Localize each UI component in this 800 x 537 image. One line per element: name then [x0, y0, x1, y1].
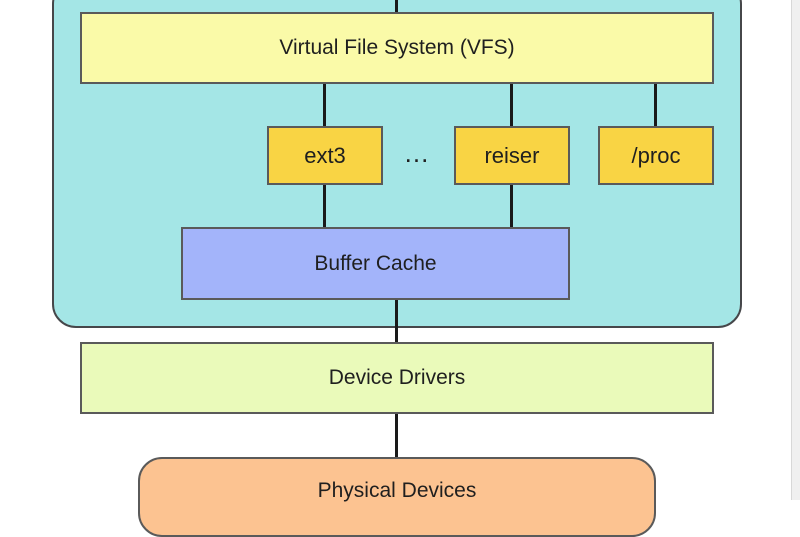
connector-reiser-buffer: [510, 185, 513, 227]
buffer-cache-label: Buffer Cache: [314, 251, 437, 275]
connector-top: [395, 0, 398, 13]
connector-vfs-proc: [654, 84, 657, 126]
fs-ext3-box: ext3: [267, 126, 383, 185]
vfs-box: Virtual File System (VFS): [80, 12, 714, 84]
connector-vfs-ext3: [323, 84, 326, 126]
device-drivers-label: Device Drivers: [328, 366, 466, 389]
fs-proc-box: /proc: [598, 126, 714, 185]
connector-buffer-drivers: [395, 300, 398, 342]
fs-ext3-label: ext3: [304, 142, 346, 168]
page-edge-strip: [792, 0, 800, 500]
physical-devices-label: Physical Devices: [317, 479, 477, 502]
device-drivers-box: Device Drivers: [80, 342, 714, 414]
fs-proc-label: /proc: [631, 142, 681, 168]
ellipsis: ...: [404, 138, 430, 168]
physical-devices-box: Physical Devices: [138, 457, 656, 537]
connector-ext3-buffer: [323, 185, 326, 227]
connector-drivers-physical: [395, 414, 398, 457]
connector-vfs-reiser: [510, 84, 513, 126]
vfs-label: Virtual File System (VFS): [279, 36, 515, 59]
page-edge-line: [791, 0, 792, 500]
fs-reiser-box: reiser: [454, 126, 570, 185]
buffer-cache-box: Buffer Cache: [181, 227, 570, 300]
fs-reiser-label: reiser: [484, 142, 540, 168]
